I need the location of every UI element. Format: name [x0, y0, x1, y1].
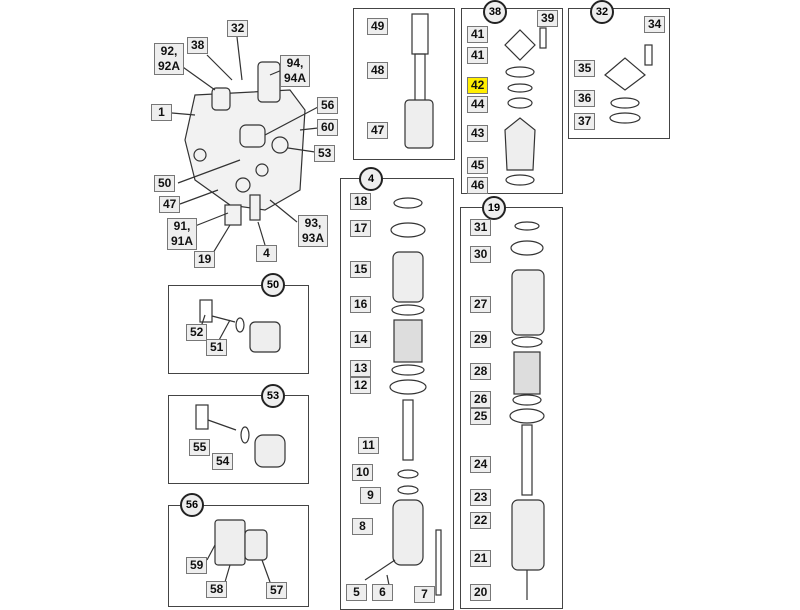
box50-parts-drawing	[199, 299, 281, 353]
detail-title-38: 38	[483, 0, 507, 24]
callout-47b: 47	[367, 122, 389, 139]
callout-32: 32	[227, 20, 249, 37]
callout-25: 25	[470, 408, 492, 425]
callout-44: 44	[467, 96, 489, 113]
callout-26: 26	[470, 391, 492, 408]
callout-35: 35	[574, 60, 596, 77]
callout-38: 38	[187, 37, 209, 54]
callout-48: 48	[367, 62, 389, 79]
box32-parts-drawing	[604, 44, 653, 124]
callout-55: 55	[189, 439, 211, 456]
callout-28: 28	[470, 363, 492, 380]
detail-title-32: 32	[590, 0, 614, 24]
callout-16: 16	[350, 296, 372, 313]
valve-body-drawing	[184, 61, 306, 226]
callout-29: 29	[470, 331, 492, 348]
callout-23: 23	[470, 489, 492, 506]
callout-60: 60	[317, 119, 339, 136]
callout-1: 1	[151, 104, 172, 121]
callout-49: 49	[367, 18, 389, 35]
callout-9: 9	[360, 487, 381, 504]
callout-31: 31	[470, 219, 492, 236]
callout-43: 43	[467, 125, 489, 142]
detail-box-49	[353, 8, 455, 160]
callout-91-91a: 91, 91A	[167, 218, 198, 250]
box49-parts-drawing	[404, 13, 434, 149]
detail-title-4: 4	[359, 167, 383, 191]
callout-39: 39	[537, 10, 559, 27]
detail-box-32	[568, 8, 670, 139]
callout-58: 58	[206, 581, 228, 598]
callout-8: 8	[352, 518, 373, 535]
callout-34: 34	[644, 16, 666, 33]
detail-box-50	[168, 285, 309, 374]
box56-parts-drawing	[206, 519, 271, 583]
callout-27: 27	[470, 296, 492, 313]
box38-parts-drawing	[504, 27, 547, 186]
detail-title-56: 56	[180, 493, 204, 517]
box53-parts-drawing	[195, 404, 286, 468]
callout-12: 12	[350, 377, 372, 394]
callout-59: 59	[186, 557, 208, 574]
callout-93-93a: 93, 93A	[298, 215, 329, 247]
callout-7: 7	[414, 586, 435, 603]
callout-54: 54	[212, 453, 234, 470]
callout-21: 21	[470, 550, 492, 567]
detail-box-38	[461, 8, 563, 194]
callout-37: 37	[574, 113, 596, 130]
callout-41a: 41	[467, 26, 489, 43]
callout-22: 22	[470, 512, 492, 529]
detail-box-4	[340, 178, 454, 610]
detail-title-53: 53	[261, 384, 285, 408]
callout-57: 57	[266, 582, 288, 599]
callout-14: 14	[350, 331, 372, 348]
callout-11: 11	[358, 437, 379, 454]
callout-4: 4	[256, 245, 277, 262]
callout-6: 6	[372, 584, 393, 601]
callout-51: 51	[206, 339, 228, 356]
callout-20: 20	[470, 584, 492, 601]
callout-24: 24	[470, 456, 492, 473]
detail-box-56	[168, 505, 309, 607]
leader-lines	[171, 36, 319, 259]
callout-19: 19	[194, 251, 216, 268]
callout-52: 52	[186, 324, 208, 341]
col19-parts-drawing	[509, 221, 545, 600]
callout-45: 45	[467, 157, 489, 174]
callout-41b: 41	[467, 47, 489, 64]
callout-13: 13	[350, 360, 372, 377]
callout-92-92a: 92, 92A	[154, 43, 185, 75]
callout-47: 47	[159, 196, 181, 213]
callout-36: 36	[574, 90, 596, 107]
callout-53: 53	[314, 145, 336, 162]
callout-10: 10	[352, 464, 374, 481]
callout-17: 17	[350, 220, 372, 237]
callout-50: 50	[154, 175, 176, 192]
col4-parts-drawing	[364, 197, 442, 596]
callout-46: 46	[467, 177, 489, 194]
callout-94-94a: 94, 94A	[280, 55, 311, 87]
detail-title-50: 50	[261, 273, 285, 297]
callout-56: 56	[317, 97, 339, 114]
callout-30: 30	[470, 246, 492, 263]
detail-title-19: 19	[482, 196, 506, 220]
callout-42-highlighted[interactable]: 42	[467, 77, 489, 94]
detail-box-53	[168, 395, 309, 484]
callout-5: 5	[346, 584, 367, 601]
callout-15: 15	[350, 261, 372, 278]
callout-18: 18	[350, 193, 372, 210]
